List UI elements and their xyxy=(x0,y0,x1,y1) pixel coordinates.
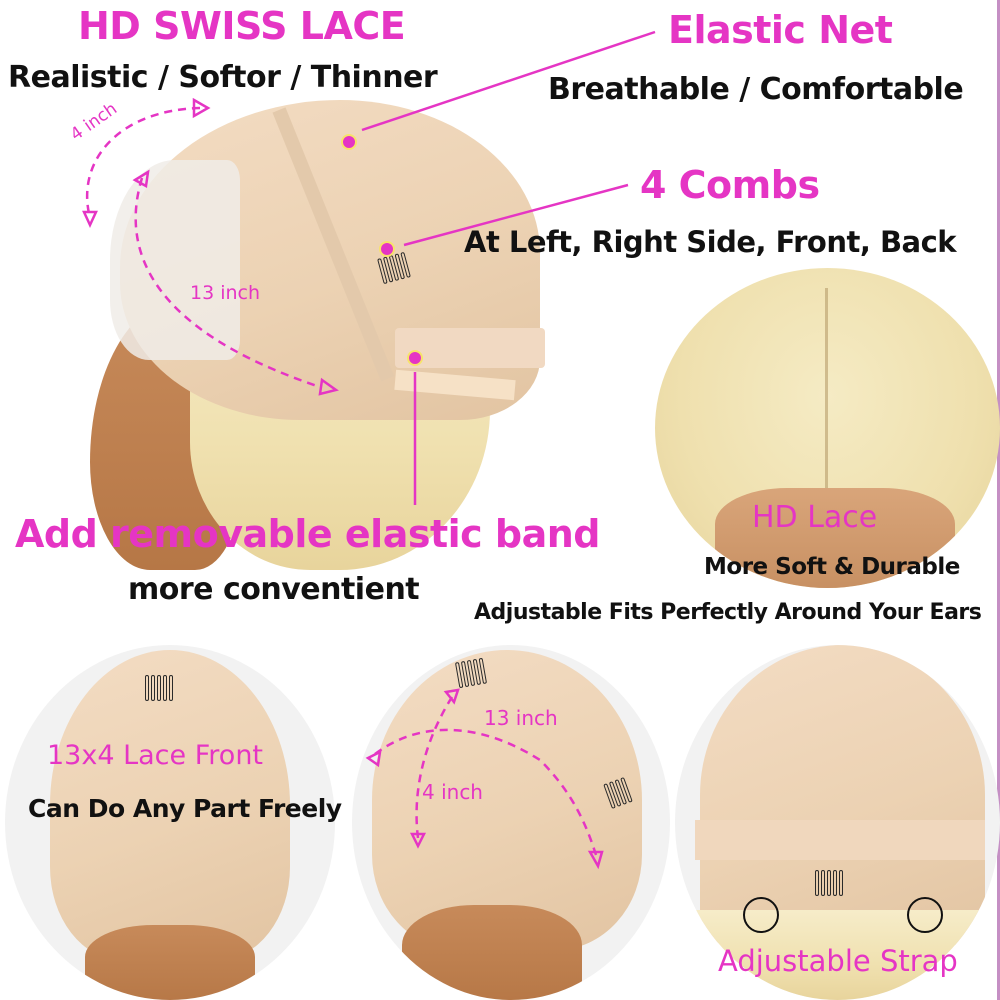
right-edge-border xyxy=(997,0,1000,1000)
right-strap-adjuster-circle xyxy=(907,897,943,933)
back-comb-icon xyxy=(815,870,843,896)
back-view-photo xyxy=(675,645,1000,1000)
front-view-photo xyxy=(5,645,335,1000)
lace-front-subtitle: Can Do Any Part Freely xyxy=(28,794,342,823)
bottom-measure-4-inch: 4 inch xyxy=(422,780,483,804)
bottom-measure-13-inch: 13 inch xyxy=(484,706,558,730)
combs-subtitle: At Left, Right Side, Front, Back xyxy=(464,225,957,259)
hd-swiss-lace-subtitle: Realistic / Softor / Thinner xyxy=(8,60,438,95)
fit-note: Adjustable Fits Perfectly Around Your Ea… xyxy=(474,600,982,625)
front-comb-icon xyxy=(145,675,173,701)
main-measure-13-inch: 13 inch xyxy=(190,282,261,304)
hd-swiss-lace-title: HD SWISS LACE xyxy=(78,4,406,48)
hair-part xyxy=(825,288,828,488)
left-strap-adjuster-circle xyxy=(743,897,779,933)
adjustable-strap-title: Adjustable Strap xyxy=(718,944,958,978)
elastic-net-title: Elastic Net xyxy=(668,8,893,52)
elastic-net-subtitle: Breathable / Comfortable xyxy=(548,72,964,107)
combs-title: 4 Combs xyxy=(640,163,820,207)
hd-lace-closeup-photo xyxy=(655,268,1000,588)
hd-lace-area xyxy=(715,488,955,588)
lace-front xyxy=(110,160,240,360)
hd-lace-title: HD Lace xyxy=(752,500,878,535)
combs-marker xyxy=(379,241,395,257)
elastic-band-marker xyxy=(407,350,423,366)
wig-side-view-photo xyxy=(50,90,545,570)
back-elastic-band xyxy=(695,820,985,860)
angled-view-photo xyxy=(352,645,670,1000)
hd-lace-subtitle: More Soft & Durable xyxy=(704,554,960,580)
elastic-band-title: Add removable elastic band xyxy=(15,512,601,556)
elastic-net-marker xyxy=(341,134,357,150)
elastic-band-subtitle: more conventient xyxy=(128,572,420,607)
lace-front-title: 13x4 Lace Front xyxy=(47,740,264,771)
